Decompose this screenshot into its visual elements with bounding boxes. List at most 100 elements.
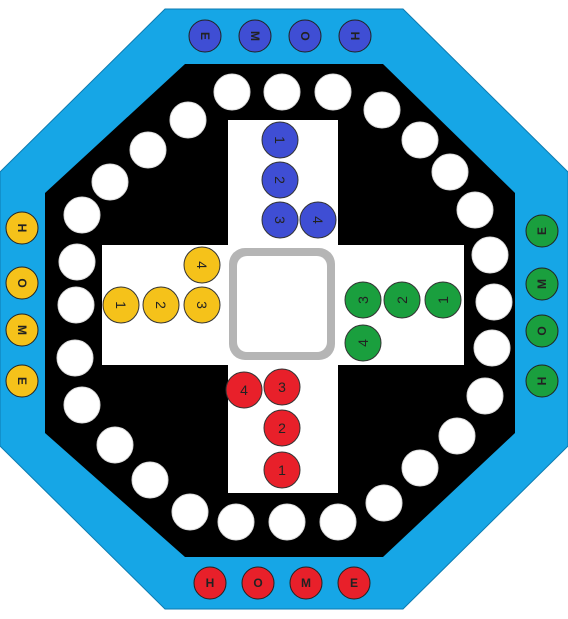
yellow-piece-circle[interactable] (142, 286, 180, 324)
yellow-home-circle[interactable] (5, 313, 39, 347)
red-home-circle[interactable] (193, 566, 227, 600)
blue-piece-circle[interactable] (261, 161, 299, 199)
yellow-home-slot[interactable]: O (5, 266, 39, 300)
green-piece-number: 3 (355, 296, 371, 304)
blue-piece-3[interactable]: 3 (261, 201, 299, 239)
blue-piece-number: 1 (272, 136, 288, 144)
track-space[interactable] (56, 339, 94, 377)
track-space[interactable] (57, 286, 95, 324)
red-piece-2[interactable]: 2 (263, 409, 301, 447)
blue-home-slot[interactable]: M (238, 19, 272, 53)
yellow-home-letter: M (15, 325, 29, 335)
blue-piece-circle[interactable] (299, 201, 337, 239)
red-home-slot[interactable]: M (289, 566, 323, 600)
red-piece-circle[interactable] (225, 371, 263, 409)
blue-piece-1[interactable]: 1 (261, 121, 299, 159)
track-space[interactable] (401, 121, 439, 159)
track-space[interactable] (217, 503, 255, 541)
yellow-home-circle[interactable] (5, 266, 39, 300)
green-home-circle[interactable] (525, 314, 559, 348)
yellow-home-circle[interactable] (5, 211, 39, 245)
red-home-circle[interactable] (241, 566, 275, 600)
red-home-circle[interactable] (337, 566, 371, 600)
track-space[interactable] (63, 386, 101, 424)
blue-home-circle[interactable] (338, 19, 372, 53)
yellow-piece-1[interactable]: 1 (102, 286, 140, 324)
track-space[interactable] (314, 73, 352, 111)
green-home-slot[interactable]: H (525, 364, 559, 398)
yellow-piece-number: 4 (194, 261, 210, 269)
red-home-letter: H (206, 576, 215, 590)
yellow-piece-circle[interactable] (102, 286, 140, 324)
track-space[interactable] (363, 91, 401, 129)
track-space[interactable] (466, 377, 504, 415)
green-home-circle[interactable] (525, 214, 559, 248)
blue-home-circle[interactable] (188, 19, 222, 53)
track-space[interactable] (169, 101, 207, 139)
track-space[interactable] (63, 196, 101, 234)
blue-home-circle[interactable] (288, 19, 322, 53)
yellow-piece-circle[interactable] (183, 246, 221, 284)
green-home-slot[interactable]: O (525, 314, 559, 348)
red-home-slot[interactable]: H (193, 566, 227, 600)
yellow-home-slot[interactable]: E (5, 364, 39, 398)
red-home-circle[interactable] (289, 566, 323, 600)
blue-piece-2[interactable]: 2 (261, 161, 299, 199)
track-space[interactable] (456, 191, 494, 229)
track-space[interactable] (263, 73, 301, 111)
green-piece-3[interactable]: 3 (344, 281, 382, 319)
green-home-circle[interactable] (525, 364, 559, 398)
red-home-slot[interactable]: E (337, 566, 371, 600)
green-piece-1[interactable]: 1 (424, 281, 462, 319)
red-piece-circle[interactable] (263, 368, 301, 406)
red-piece-circle[interactable] (263, 451, 301, 489)
green-piece-circle[interactable] (344, 281, 382, 319)
track-space[interactable] (58, 243, 96, 281)
track-space[interactable] (268, 503, 306, 541)
track-space[interactable] (213, 73, 251, 111)
green-home-letter: H (535, 377, 549, 386)
blue-home-slot[interactable]: H (338, 19, 372, 53)
blue-piece-circle[interactable] (261, 121, 299, 159)
green-piece-circle[interactable] (344, 324, 382, 362)
green-piece-circle[interactable] (424, 281, 462, 319)
blue-piece-4[interactable]: 4 (299, 201, 337, 239)
yellow-piece-circle[interactable] (183, 286, 221, 324)
red-piece-4[interactable]: 4 (225, 371, 263, 409)
yellow-home-circle[interactable] (5, 364, 39, 398)
track-space[interactable] (438, 417, 476, 455)
green-piece-4[interactable]: 4 (344, 324, 382, 362)
red-home-slot[interactable]: O (241, 566, 275, 600)
yellow-home-slot[interactable]: H (5, 211, 39, 245)
green-home-circle[interactable] (525, 267, 559, 301)
green-piece-circle[interactable] (383, 281, 421, 319)
track-space[interactable] (471, 236, 509, 274)
track-space[interactable] (431, 153, 469, 191)
yellow-piece-3[interactable]: 3 (183, 286, 221, 324)
red-piece-1[interactable]: 1 (263, 451, 301, 489)
track-space[interactable] (473, 329, 511, 367)
blue-home-circle[interactable] (238, 19, 272, 53)
yellow-piece-4[interactable]: 4 (183, 246, 221, 284)
track-space[interactable] (91, 163, 129, 201)
blue-home-slot[interactable]: E (188, 19, 222, 53)
red-piece-3[interactable]: 3 (263, 368, 301, 406)
die-face[interactable] (237, 256, 327, 352)
blue-piece-circle[interactable] (261, 201, 299, 239)
track-space[interactable] (129, 131, 167, 169)
track-space[interactable] (401, 449, 439, 487)
track-space[interactable] (96, 426, 134, 464)
track-space[interactable] (131, 461, 169, 499)
track-space[interactable] (319, 503, 357, 541)
green-home-slot[interactable]: E (525, 214, 559, 248)
yellow-piece-2[interactable]: 2 (142, 286, 180, 324)
blue-home-slot[interactable]: O (288, 19, 322, 53)
track-space[interactable] (365, 484, 403, 522)
track-space[interactable] (475, 283, 513, 321)
green-piece-2[interactable]: 2 (383, 281, 421, 319)
green-home-slot[interactable]: M (525, 267, 559, 301)
red-piece-circle[interactable] (263, 409, 301, 447)
track-space[interactable] (171, 493, 209, 531)
green-home-letter: O (535, 326, 549, 335)
yellow-home-slot[interactable]: M (5, 313, 39, 347)
